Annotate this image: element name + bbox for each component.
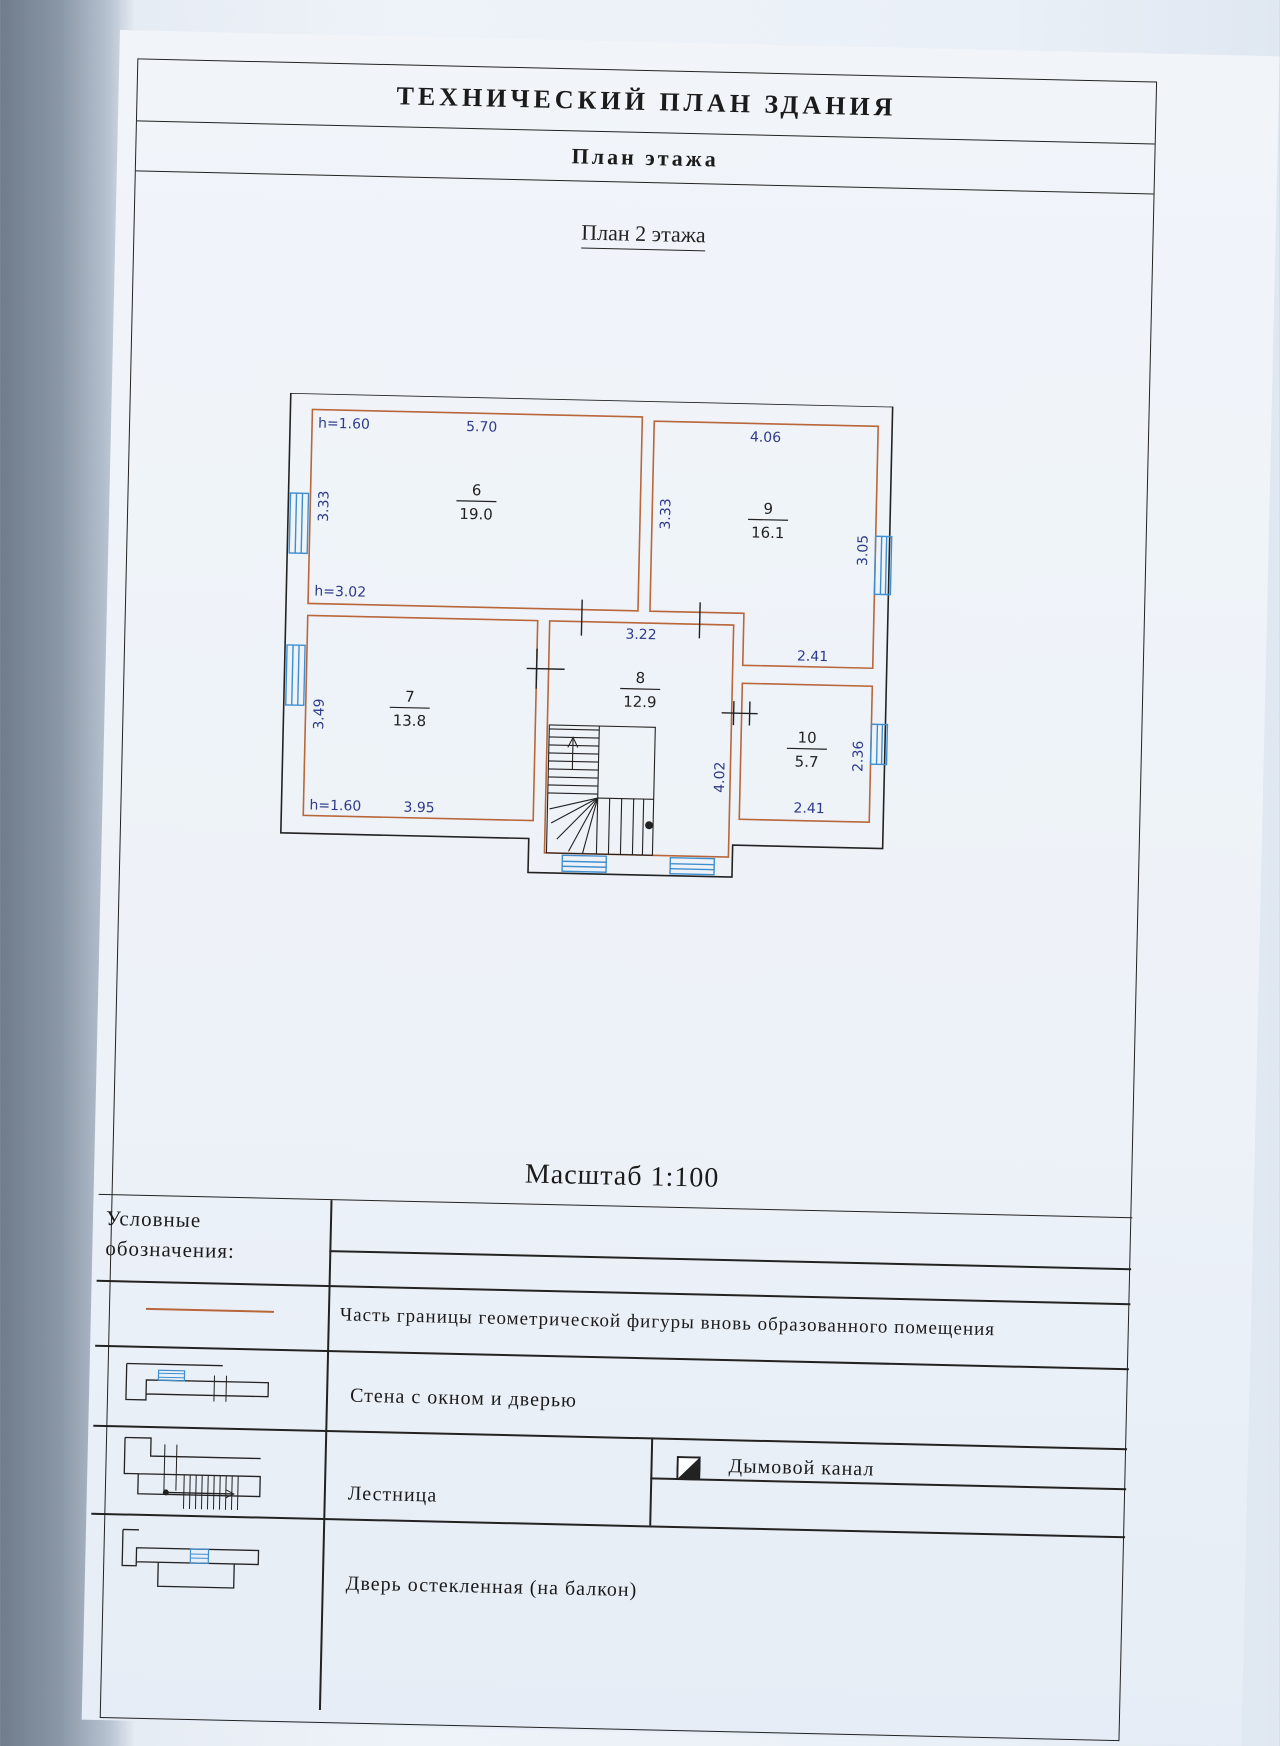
wall-window-door-icon [122, 1355, 273, 1408]
legend-item-wall: Стена с окном и дверью [350, 1385, 577, 1413]
dim-r10-right: 2.36 [850, 741, 867, 773]
room-6-area: 19.0 [459, 505, 493, 524]
orange-boundary-line-icon [146, 1308, 274, 1313]
dim-r7-left: 3.49 [311, 698, 328, 730]
dim-r10-bottom: 2.41 [793, 800, 825, 817]
dim-r6-left: 3.33 [316, 490, 333, 522]
dim-r7-bottom: 3.95 [403, 800, 435, 817]
legend-table: Условные обозначения: Часть границы геом… [87, 1194, 1132, 1728]
dim-r8-right: 4.02 [712, 761, 729, 793]
dim-r8-top: 3.22 [625, 627, 657, 644]
window-room-7 [286, 645, 305, 705]
room-9-area: 16.1 [751, 523, 785, 542]
room-9 [649, 421, 878, 668]
room-7-number: 7 [405, 688, 415, 706]
window-stair-left [562, 855, 606, 872]
legend-heading: Условные обозначения: [105, 1203, 336, 1268]
dim-r7-h: h=1.60 [309, 797, 361, 814]
glazed-door-icon [117, 1525, 269, 1598]
room-6-number: 6 [472, 481, 482, 499]
floor-plan: 6 19.0 7 13.8 8 12.9 9 16.1 10 5.7 h=1.6… [269, 393, 961, 928]
dim-r9-left: 3.33 [658, 498, 675, 530]
staircase [546, 725, 655, 855]
plan-heading: План 2 этажа [134, 209, 1152, 258]
dim-r6-h-top: h=1.60 [318, 416, 370, 433]
chimney-icon [676, 1456, 701, 1481]
room-7-area: 13.8 [393, 711, 427, 730]
legend-item-chimney: Дымовой канал [728, 1455, 874, 1481]
room-10-area: 5.7 [794, 752, 818, 771]
dim-r6-top: 5.70 [466, 419, 498, 436]
dim-r9-right: 3.05 [855, 535, 872, 567]
window-stair-right [670, 858, 714, 875]
legend-item-glazed-door: Дверь остекленная (на балкон) [346, 1573, 638, 1603]
plan-heading-text: План 2 этажа [581, 220, 706, 252]
scale-label: Масштаб 1:100 [113, 1149, 1131, 1204]
legend-item-boundary: Часть границы геометрической фигуры внов… [340, 1304, 996, 1341]
room-8-area: 12.9 [623, 693, 657, 712]
dim-r6-h-bottom: h=3.02 [314, 584, 366, 601]
window-room-6 [289, 493, 308, 553]
staircase-icon [119, 1433, 271, 1514]
legend-item-stairs: Лестница [348, 1483, 438, 1508]
dim-r9-bottom: 2.41 [797, 649, 829, 666]
room-8-number: 8 [635, 669, 645, 687]
document-sheet: ТЕХНИЧЕСКИЙ ПЛАН ЗДАНИЯ План этажа План … [82, 30, 1280, 1746]
dim-r9-top: 4.06 [750, 429, 782, 446]
chimney-marker [645, 821, 653, 829]
room-9-number: 9 [763, 500, 773, 518]
document-frame: ТЕХНИЧЕСКИЙ ПЛАН ЗДАНИЯ План этажа План … [100, 58, 1157, 1741]
room-10-number: 10 [797, 729, 816, 747]
